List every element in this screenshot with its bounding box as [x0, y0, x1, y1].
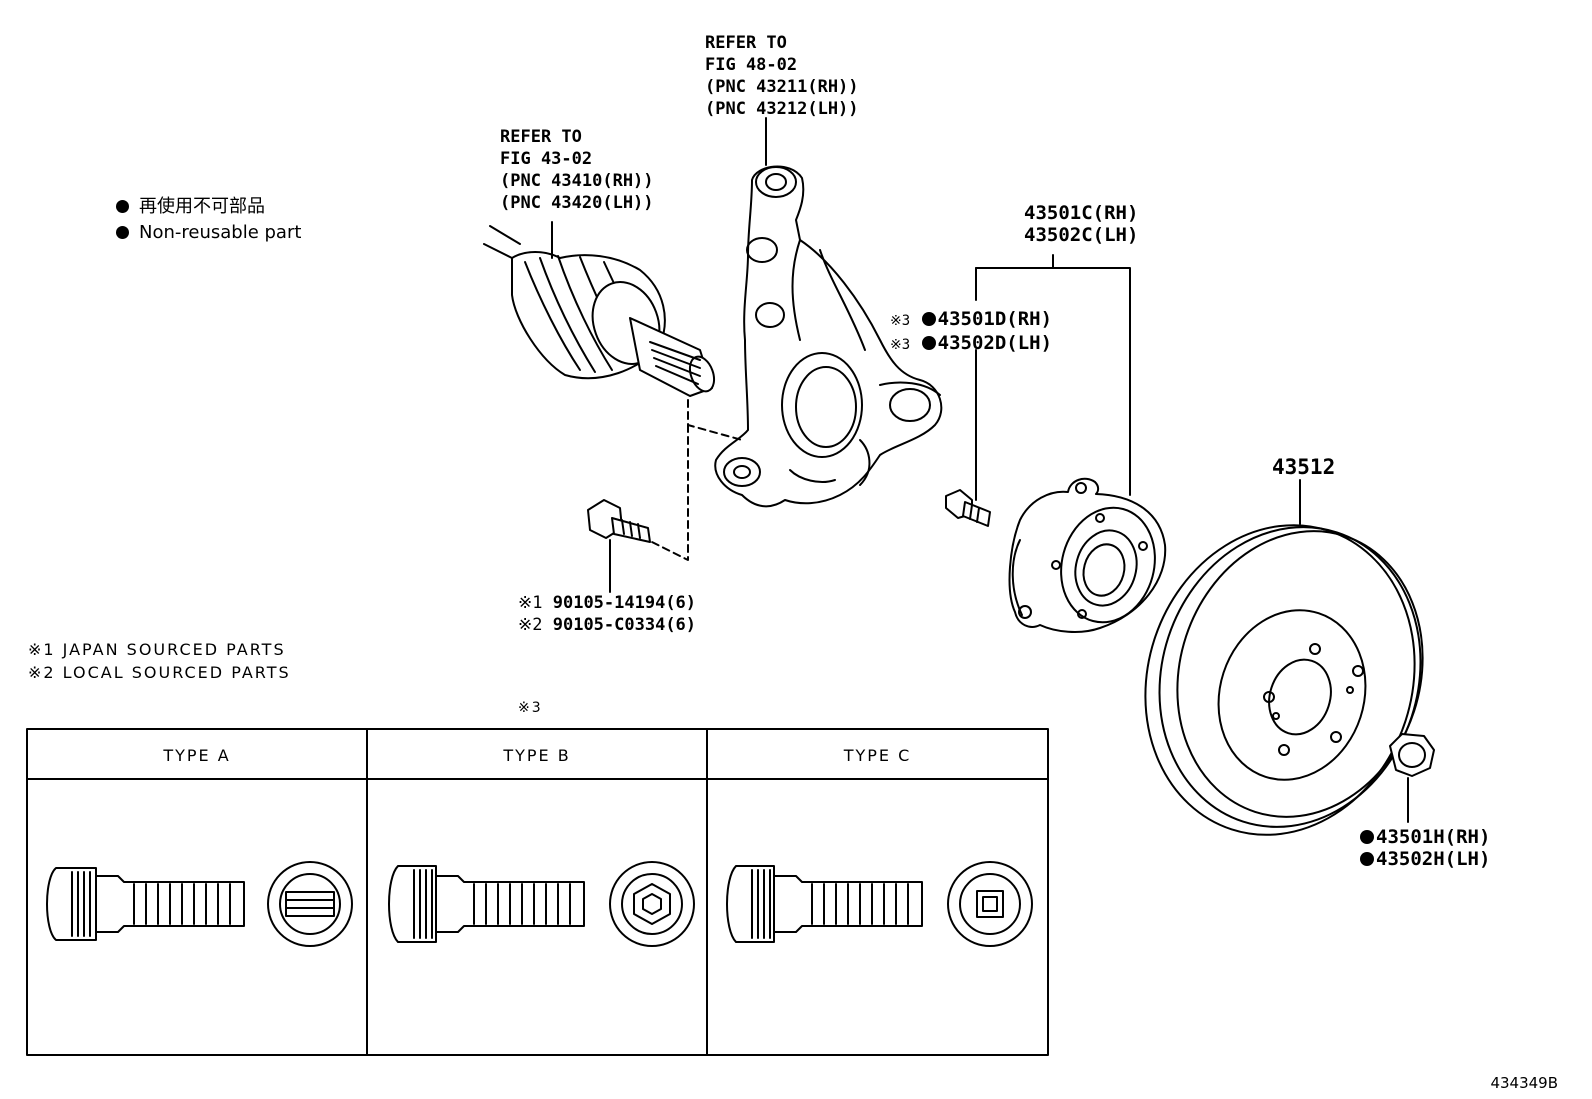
hub-bolt-illustration	[945, 489, 991, 527]
part-number-hub-lh: 43502C(LH)	[1024, 224, 1139, 246]
ref-line: FIG 48-02	[705, 55, 798, 75]
type-b-heading: TYPE B	[503, 745, 571, 765]
ref-line: FIG 43-02	[500, 149, 593, 169]
disc-rotor-illustration	[1144, 479, 1424, 836]
drive-shaft-illustration	[483, 221, 716, 397]
screw-part-numbers: ※1 90105-14194(6)※2 90105-C0334(6)	[518, 592, 696, 636]
note-marker: ※3	[890, 337, 911, 353]
ref-line: REFER TO	[705, 33, 787, 53]
note-local-sourced: ※2 LOCAL SOURCED PARTS	[28, 663, 291, 682]
flange-bolt-illustration	[587, 499, 651, 593]
type-c-heading: TYPE C	[843, 745, 912, 765]
note-marker: ※3	[890, 313, 911, 329]
legend-row-english: Non-reusable part	[116, 220, 301, 246]
non-reusable-dot-icon	[921, 312, 936, 326]
screw-row-1: ※1 90105-14194(6)	[518, 592, 696, 614]
note-japan-sourced: ※1 JAPAN SOURCED PARTS	[28, 640, 286, 659]
screw-row-2: ※2 90105-C0334(6)	[518, 614, 696, 636]
figure-id: 434349B	[1490, 1074, 1558, 1092]
nut-part-numbers: 43501H(RH)43502H(LH)	[1360, 826, 1490, 870]
part-number-nut-rh: 43501H(RH)	[1376, 826, 1491, 848]
ref-line: REFER TO	[500, 127, 582, 147]
part-number-screw-2: 90105-C0334(6)	[552, 615, 697, 635]
type-table-frame	[26, 728, 1049, 1056]
type-a-heading: TYPE A	[163, 745, 231, 765]
ref-line: (PNC 43212(LH))	[705, 99, 859, 119]
part-number-hub-bolt-rh: 43501D(RH)	[937, 308, 1053, 330]
nut-row-rh: 43501H(RH)	[1360, 826, 1490, 848]
non-reusable-dot-icon	[921, 336, 936, 350]
note-marker: ※1	[518, 593, 543, 613]
note-marker: ※2	[518, 615, 543, 635]
part-number-screw-1: 90105-14194(6)	[552, 593, 697, 613]
legend-row-japanese: 再使用不可部品	[116, 194, 301, 220]
stud-type-c-illustration	[726, 861, 1033, 947]
legend: 再使用不可部品 Non-reusable part	[116, 194, 301, 246]
hub-nut-illustration	[1389, 733, 1435, 823]
stud-type-b-illustration	[388, 861, 695, 947]
stud-type-a-illustration	[46, 861, 353, 947]
part-number-nut-lh: 43502H(LH)	[1376, 848, 1491, 870]
ref-line: (PNC 43410(RH))	[500, 171, 654, 191]
table-note-marker: ※3	[518, 700, 543, 716]
filled-dot-icon	[116, 200, 129, 213]
hub-bolt-row-lh: ※3 43502D(LH)	[890, 332, 1052, 356]
hub-bolt-row-rh: ※3 43501D(RH)	[890, 308, 1052, 332]
part-number-hub-bolt-lh: 43502D(LH)	[937, 332, 1053, 354]
ref-line: (PNC 43420(LH))	[500, 193, 654, 213]
hub-bearing-illustration	[1008, 477, 1167, 633]
filled-dot-icon	[116, 226, 129, 239]
part-number-hub-rh: 43501C(RH)	[1024, 202, 1139, 224]
legend-text-japanese: 再使用不可部品	[139, 196, 265, 217]
hub-bolt-part-numbers: ※3 43501D(RH)※3 43502D(LH)	[890, 308, 1052, 356]
legend-text-english: Non-reusable part	[139, 222, 302, 243]
ref-line: (PNC 43211(RH))	[705, 77, 859, 97]
non-reusable-dot-icon	[1360, 830, 1374, 844]
part-number-disc: 43512	[1272, 455, 1336, 479]
steering-knuckle-illustration	[714, 117, 943, 508]
nut-row-lh: 43502H(LH)	[1360, 848, 1490, 870]
hub-part-numbers: 43501C(RH)43502C(LH)	[1024, 202, 1138, 246]
non-reusable-dot-icon	[1360, 852, 1374, 866]
